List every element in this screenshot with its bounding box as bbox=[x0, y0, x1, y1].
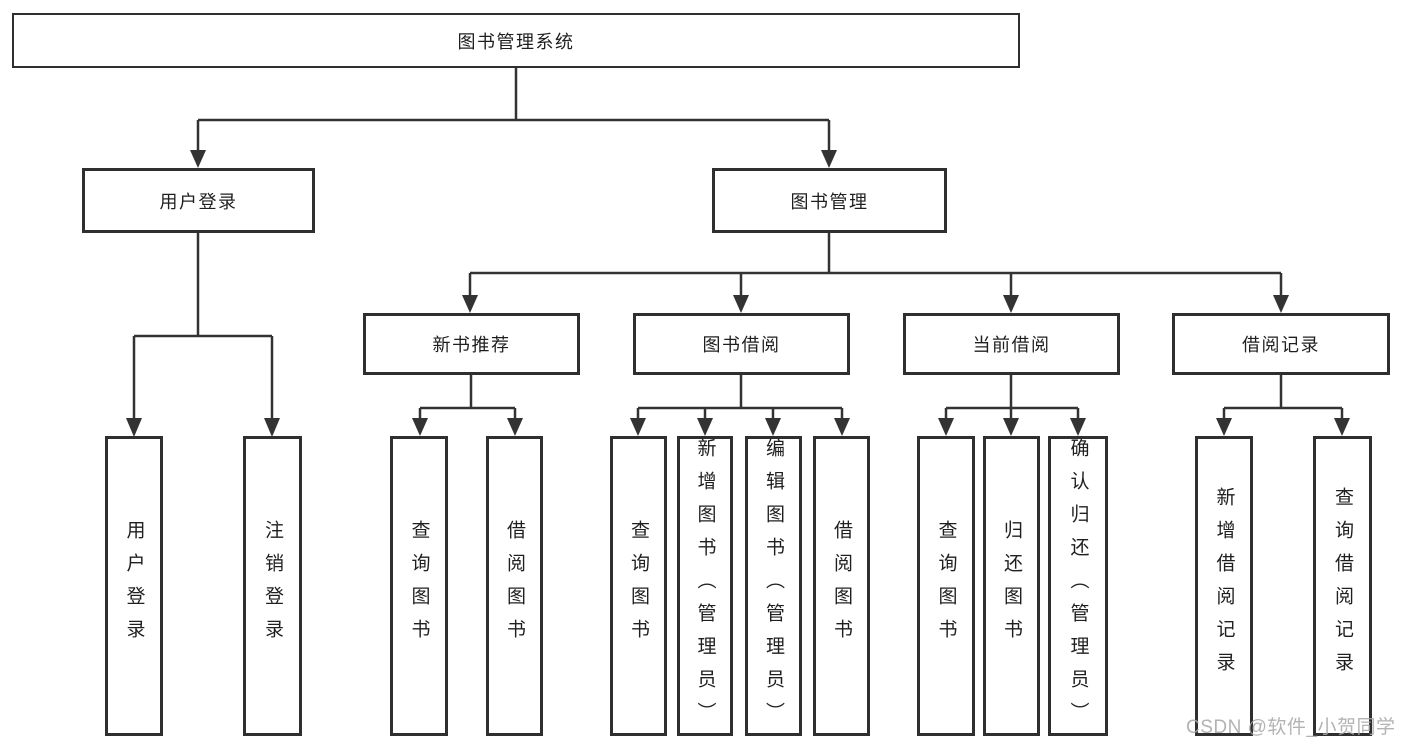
leaf-cb-confirm-return-admin: 确认归还（管理员） bbox=[1048, 436, 1108, 736]
leaf-nbr-query-books: 查询图书 bbox=[390, 436, 448, 736]
node-current-borrowing: 当前借阅 bbox=[903, 313, 1120, 375]
node-book-borrowing: 图书借阅 bbox=[633, 313, 850, 375]
node-new-book-recommend: 新书推荐 bbox=[363, 313, 580, 375]
leaf-bb-borrow-books: 借阅图书 bbox=[813, 436, 870, 736]
leaf-br-query-borrow-record: 查询借阅记录 bbox=[1313, 436, 1372, 736]
leaf-nbr-borrow-books: 借阅图书 bbox=[486, 436, 543, 736]
leaf-bb-add-books-admin: 新增图书（管理员） bbox=[677, 436, 733, 736]
node-borrow-records: 借阅记录 bbox=[1172, 313, 1390, 375]
watermark: CSDN @软件_小贺同学 bbox=[1186, 717, 1396, 738]
leaf-bb-edit-books-admin: 编辑图书（管理员） bbox=[745, 436, 802, 736]
leaf-br-add-borrow-record: 新增借阅记录 bbox=[1195, 436, 1253, 736]
node-book-management: 图书管理 bbox=[712, 168, 947, 233]
node-root-system: 图书管理系统 bbox=[12, 13, 1020, 68]
leaf-bb-query-books: 查询图书 bbox=[610, 436, 667, 736]
node-user-login: 用户登录 bbox=[82, 168, 315, 233]
leaf-cb-return-books: 归还图书 bbox=[983, 436, 1040, 736]
leaf-user-login: 用户登录 bbox=[105, 436, 163, 736]
leaf-cb-query-books: 查询图书 bbox=[917, 436, 975, 736]
leaf-logout-login: 注销登录 bbox=[243, 436, 302, 736]
